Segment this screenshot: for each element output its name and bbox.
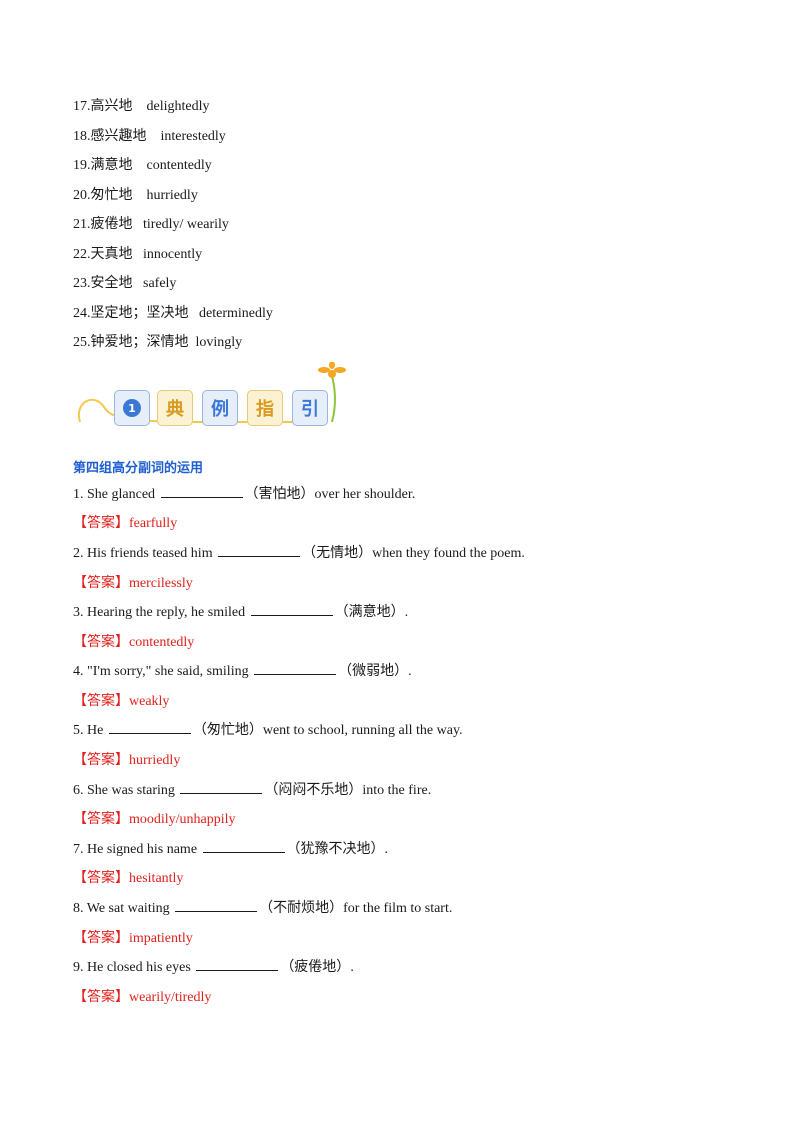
blank <box>202 840 285 853</box>
answer: 【答案】moodily/unhappily <box>73 812 236 827</box>
blank <box>108 721 191 734</box>
question: 4. "I'm sorry," she said, smiling （微弱地）. <box>73 662 412 679</box>
vocab-item: 21.疲倦地 tiredly/ wearily <box>73 217 229 232</box>
answer: 【答案】hurriedly <box>73 753 181 768</box>
banner-char-tile: 典 <box>157 390 193 426</box>
vocab-item: 17.高兴地 delightedly <box>73 99 210 114</box>
vocab-item: 20.匆忙地 hurriedly <box>73 188 198 203</box>
blank <box>196 958 279 971</box>
vocab-item: 18.感兴趣地 interestedly <box>73 129 226 144</box>
answer: 【答案】hesitantly <box>73 871 184 886</box>
vocab-item: 22.天真地 innocently <box>73 247 203 262</box>
question: 5. He （匆忙地）went to school, running all t… <box>73 721 463 738</box>
section-banner: 1 典 例 指 引 <box>74 362 364 432</box>
vocab-item: 23.安全地 safely <box>73 276 177 291</box>
answer: 【答案】wearily/tiredly <box>73 990 212 1005</box>
blank <box>218 544 301 557</box>
banner-char-tile: 引 <box>292 390 328 426</box>
question: 6. She was staring （闷闷不乐地）into the fire. <box>73 781 432 798</box>
banner-char-tile: 例 <box>202 390 238 426</box>
blank <box>250 603 333 616</box>
banner-char-tile: 指 <box>247 390 283 426</box>
question: 2. His friends teased him （无情地）when they… <box>73 544 525 561</box>
section-title: 第四组高分副词的运用 <box>73 461 204 476</box>
vocab-item: 24.坚定地；坚决地 determinedly <box>73 306 273 321</box>
question: 8. We sat waiting （不耐烦地）for the film to … <box>73 899 453 916</box>
vocab-item: 25.钟爱地；深情地 lovingly <box>73 335 243 350</box>
question: 3. Hearing the reply, he smiled （满意地）. <box>73 603 409 620</box>
banner-number-tile: 1 <box>114 390 150 426</box>
blank <box>175 899 258 912</box>
question: 9. He closed his eyes （疲倦地）. <box>73 958 354 975</box>
answer: 【答案】weakly <box>73 694 170 709</box>
blank <box>180 781 263 794</box>
blank <box>254 662 337 675</box>
answer: 【答案】impatiently <box>73 931 193 946</box>
answer: 【答案】fearfully <box>73 516 178 531</box>
vocab-item: 19.满意地 contentedly <box>73 158 212 173</box>
answer: 【答案】contentedly <box>73 635 195 650</box>
question: 1. She glanced （害怕地）over her shoulder. <box>73 485 416 502</box>
blank <box>160 485 243 498</box>
answer: 【答案】mercilessly <box>73 576 193 591</box>
question: 7. He signed his name （犹豫不决地）. <box>73 840 389 857</box>
